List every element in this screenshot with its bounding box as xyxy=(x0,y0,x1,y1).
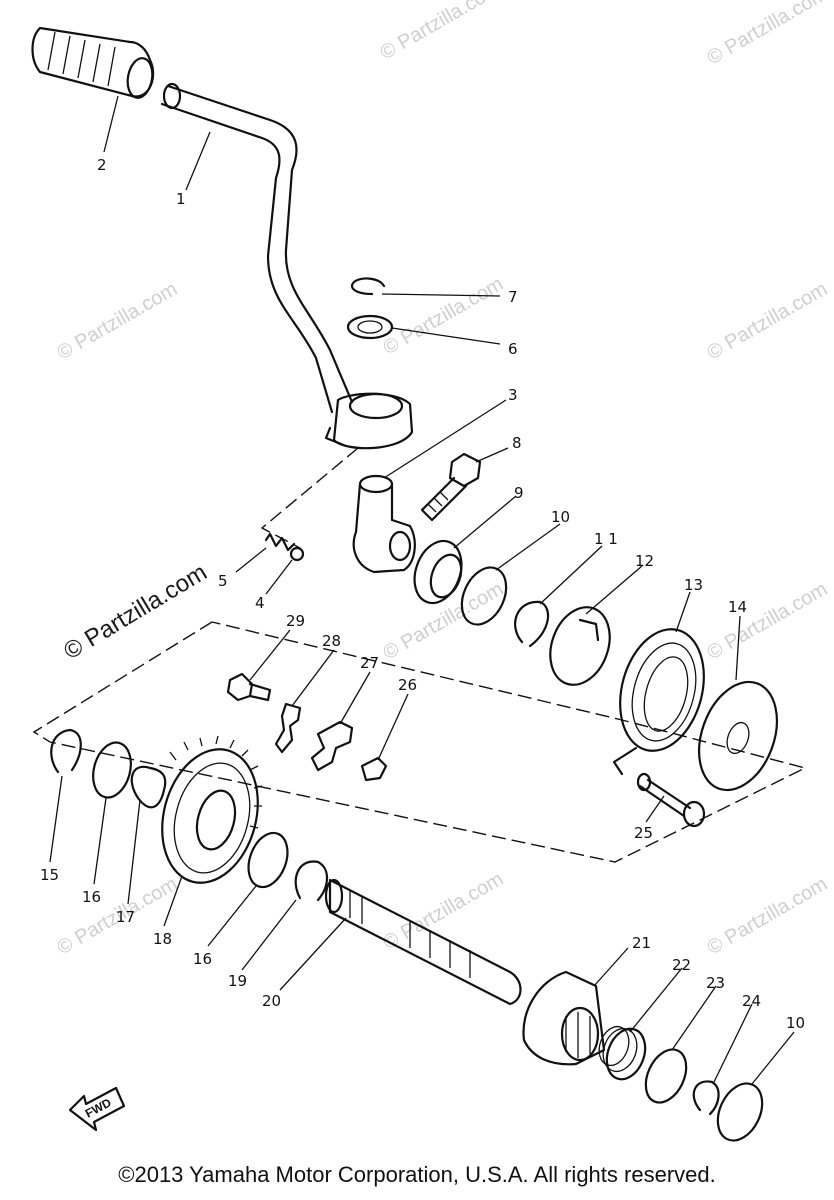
callout-25: 25 xyxy=(634,824,653,842)
callout-9: 9 xyxy=(514,484,524,502)
clip-26 xyxy=(360,756,388,782)
callout-15: 15 xyxy=(40,866,59,884)
pin-25 xyxy=(636,772,706,828)
washer-6 xyxy=(346,314,394,340)
watermark-prominent: © Partzilla.com xyxy=(59,559,212,665)
watermark: © Partzilla.com xyxy=(54,278,182,364)
kick-crank xyxy=(160,82,414,450)
washer-23 xyxy=(644,1048,688,1104)
washer-10-lower xyxy=(716,1082,764,1142)
ball-4 xyxy=(289,546,305,562)
spring-5 xyxy=(264,532,296,552)
callout-18: 18 xyxy=(153,930,172,948)
kick-spring-13 xyxy=(612,628,705,776)
circlip-24 xyxy=(692,1080,720,1116)
callout-13: 13 xyxy=(684,576,703,594)
spring-clip-17 xyxy=(130,765,167,809)
callout-6: 6 xyxy=(508,340,518,358)
callout-11: 1 1 xyxy=(594,530,618,548)
ratchet-wheel-21 xyxy=(522,970,606,1066)
callout-7: 7 xyxy=(508,288,518,306)
kick-axle-20 xyxy=(324,878,522,1006)
watermark: © Partzilla.com xyxy=(704,578,832,664)
callout-21: 21 xyxy=(632,934,651,952)
grip-rubber xyxy=(31,26,155,99)
callout-10-upper: 10 xyxy=(551,508,570,526)
watermark: © Partzilla.com xyxy=(377,0,505,64)
callout-22: 22 xyxy=(672,956,691,974)
assembly-boundary-main xyxy=(32,621,807,863)
watermark: © Partzilla.com xyxy=(704,873,832,959)
fwd-label: FWD xyxy=(83,1095,114,1120)
kick-boss xyxy=(352,474,416,574)
oil-seal-9 xyxy=(413,539,463,605)
kick-gear-18 xyxy=(161,735,263,884)
bolt-8 xyxy=(420,452,482,522)
washer-16-right xyxy=(247,831,289,889)
callout-29: 29 xyxy=(286,612,305,630)
fwd-arrow: FWD xyxy=(68,1086,126,1132)
callout-26: 26 xyxy=(398,676,417,694)
callout-23: 23 xyxy=(706,974,725,992)
circlip-15 xyxy=(50,728,82,774)
callout-8: 8 xyxy=(512,434,522,452)
washer-6-hole xyxy=(357,320,383,334)
stopper-28 xyxy=(274,702,302,754)
watermark: © Partzilla.com xyxy=(380,273,508,359)
callout-16-left: 16 xyxy=(82,888,101,906)
watermark: © Partzilla.com xyxy=(380,868,508,954)
watermark: © Partzilla.com xyxy=(704,0,832,69)
circlip-19 xyxy=(294,860,329,902)
callout-4: 4 xyxy=(255,594,265,612)
callout-3: 3 xyxy=(508,386,518,404)
circlip-7 xyxy=(350,277,386,296)
bolt-29 xyxy=(226,672,272,702)
callout-17: 17 xyxy=(116,908,135,926)
plate-washer-14 xyxy=(698,680,778,792)
callout-10-lower: 10 xyxy=(786,1014,805,1032)
copyright-notice: ©2013 Yamaha Motor Corporation, U.S.A. A… xyxy=(118,1162,716,1187)
leader-lines xyxy=(49,95,795,1085)
callout-20: 20 xyxy=(262,992,281,1010)
spring-22 xyxy=(598,1025,647,1081)
callout-1: 1 xyxy=(176,190,186,208)
callout-16-right: 16 xyxy=(193,950,212,968)
watermarks: © Partzilla.com © Partzilla.com © Partzi… xyxy=(54,0,832,959)
assembly-boundary-upper xyxy=(260,447,359,549)
callout-27: 27 xyxy=(360,654,379,672)
spring-guide-12 xyxy=(549,606,611,686)
callout-28: 28 xyxy=(322,632,341,650)
watermark: © Partzilla.com xyxy=(704,278,832,364)
callout-12: 12 xyxy=(635,552,654,570)
clip-27 xyxy=(310,720,354,772)
circlip-11 xyxy=(514,600,550,648)
callout-19: 19 xyxy=(228,972,247,990)
callout-14: 14 xyxy=(728,598,747,616)
callout-numbers: 1 2 3 4 5 6 7 8 9 10 1 1 12 13 14 15 16 … xyxy=(40,156,805,1032)
callout-5: 5 xyxy=(218,572,228,590)
callout-24: 24 xyxy=(742,992,761,1010)
washer-16-left xyxy=(92,741,132,799)
callout-2: 2 xyxy=(97,156,107,174)
